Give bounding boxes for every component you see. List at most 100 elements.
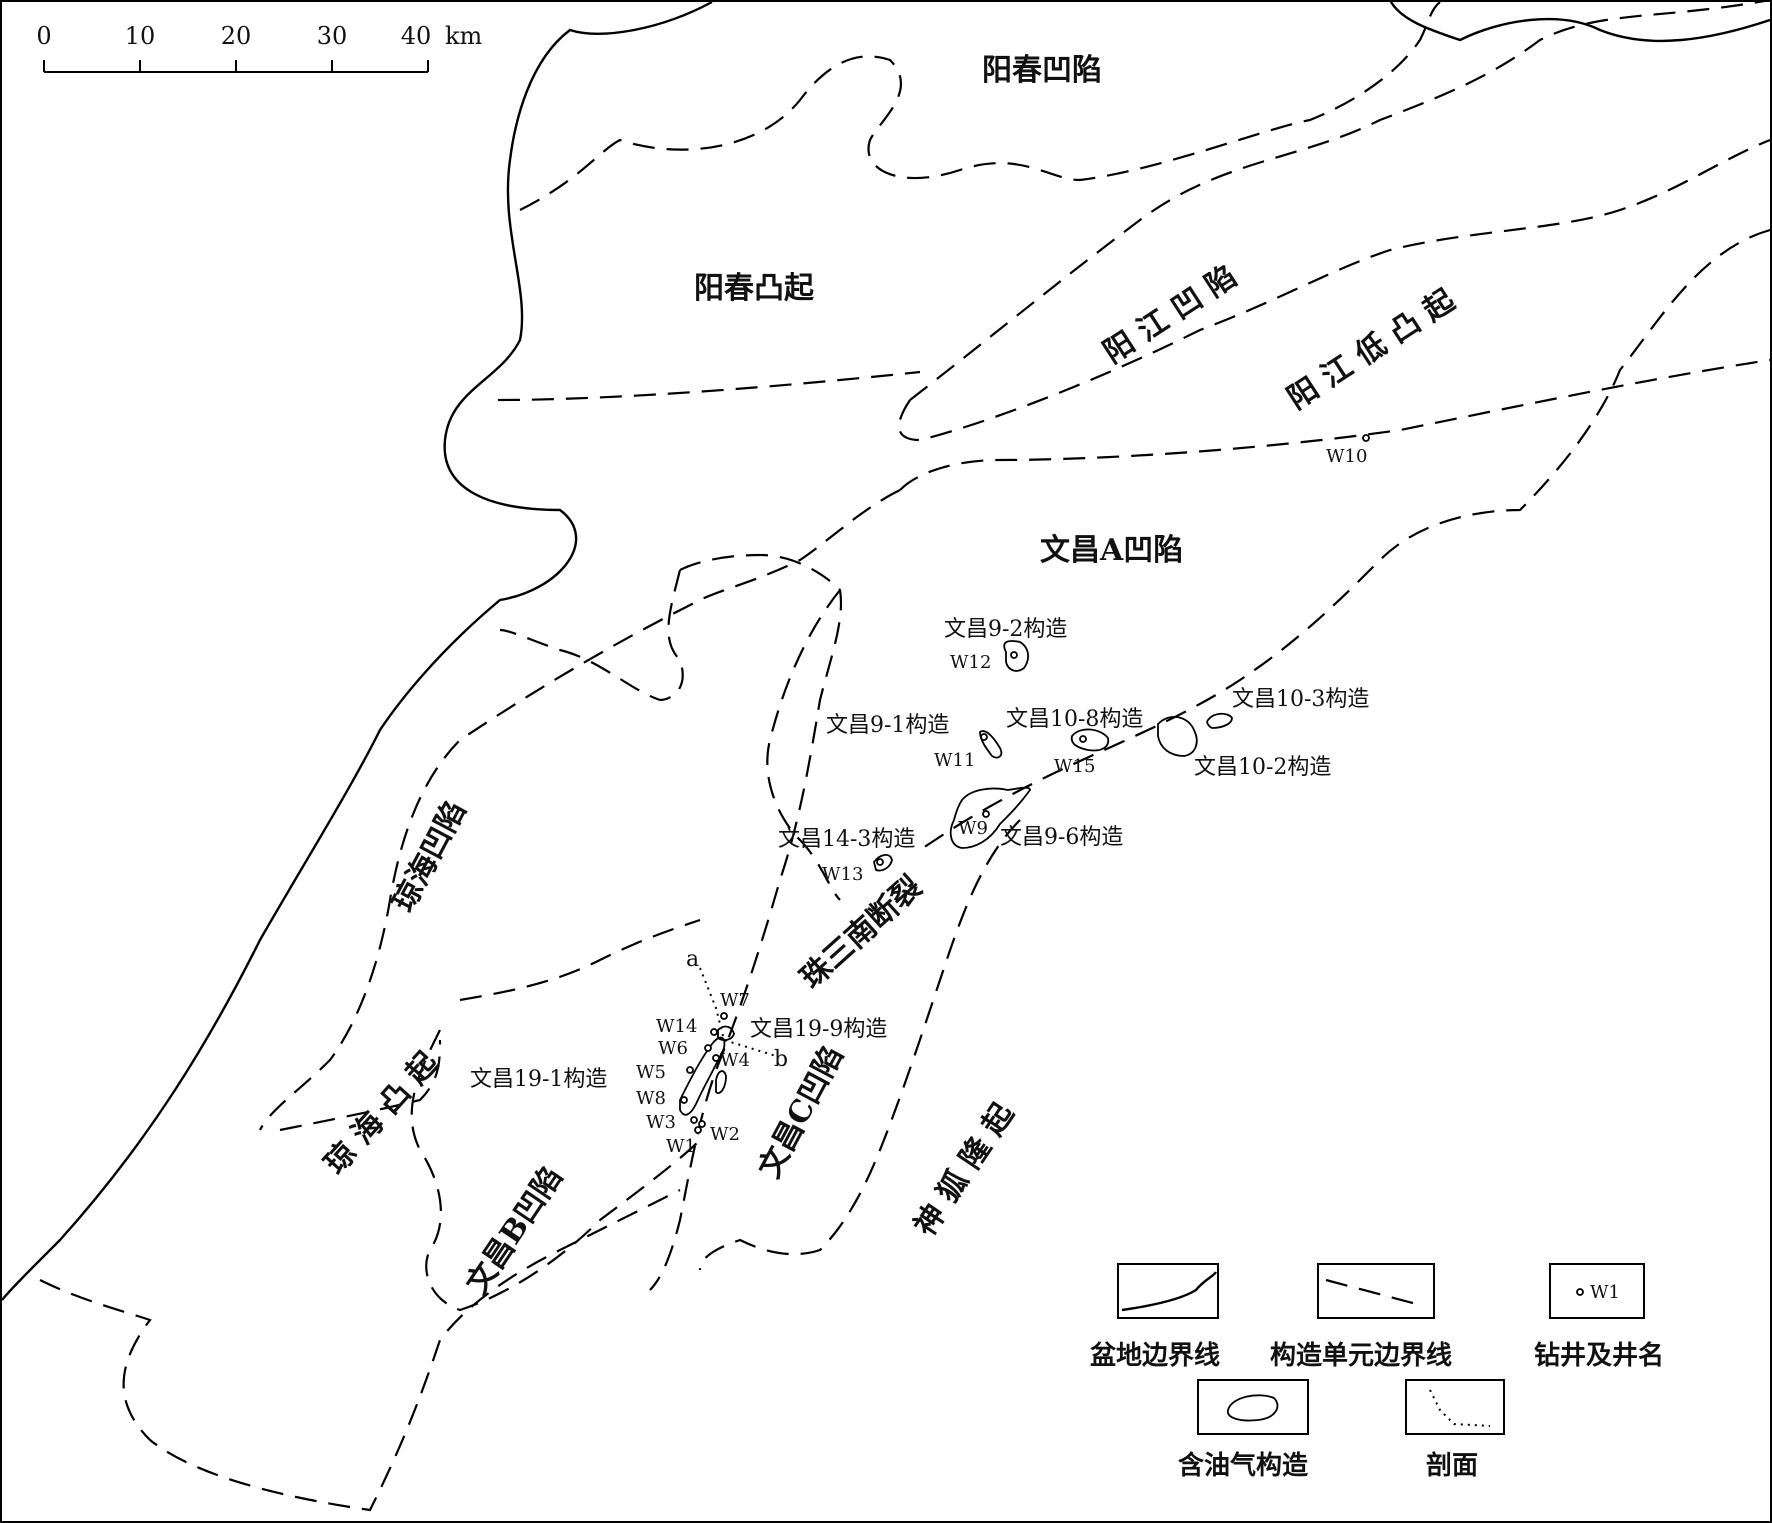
label-well-w13: W13 [822, 864, 863, 885]
well-marker-w8 [680, 1096, 688, 1104]
label-yangchun-uplift: 阳春凸起 [694, 271, 815, 306]
legend-label-well: 钻井及井名 [1534, 1340, 1664, 1371]
structure-outline-19-9b [715, 1070, 727, 1094]
boundary-wenchang-c-sag [698, 819, 1021, 1271]
label-well-w8: W8 [636, 1088, 666, 1109]
boundary-yangjiang-sag-south [898, 138, 1771, 442]
label-well-w10: W10 [1326, 446, 1367, 467]
well-marker-w7 [720, 1012, 728, 1020]
label-profile-end: b [774, 1047, 788, 1072]
structure-outline-19-9 [717, 1025, 735, 1041]
well-marker-w2 [698, 1120, 706, 1128]
label-structure-9-6: 文昌9-6构造 [1000, 825, 1123, 850]
legend-sample-basin-boundary [1121, 1271, 1218, 1312]
label-structure-9-2: 文昌9-2构造 [944, 617, 1067, 642]
legend-sample-unit-boundary [1325, 1278, 1425, 1308]
boundary-central-block [649, 553, 842, 1291]
scale-tick-label: 10 [125, 22, 156, 50]
legend-box-well [1549, 1263, 1645, 1319]
label-well-w14: W14 [656, 1016, 697, 1037]
legend-label-basin-boundary: 盆地边界线 [1090, 1340, 1220, 1371]
legend-box-basin [1117, 1263, 1219, 1319]
well-marker-w15 [1079, 735, 1087, 743]
structure-outline-14-3 [873, 854, 893, 872]
label-well-w11: W11 [934, 750, 975, 771]
legend-sample-oil-gas [1227, 1394, 1279, 1422]
label-well-w12: W12 [950, 652, 991, 673]
unit-labels: 阳春凹陷 阳春凸起 阳 江 凹 陷 阳 江 低 凸 起 文昌A凹陷 琼海凹陷 琼… [318, 53, 1462, 1300]
basin-boundary-west [1, 0, 713, 1301]
structure-outline-10-2 [1157, 716, 1198, 757]
structure-outline-10-3 [1206, 712, 1233, 729]
label-well-w9: W9 [958, 818, 988, 839]
label-well-w1: W1 [666, 1136, 696, 1157]
scale-tick-label: 40 [401, 22, 432, 50]
label-structure-9-1: 文昌9-1构造 [826, 713, 949, 738]
well-marker-w9 [982, 810, 990, 818]
label-well-w4: W4 [720, 1050, 750, 1071]
label-wenchang-b-sag: 文昌B凹陷 [460, 1160, 570, 1300]
label-qionghai-sag: 琼海凹陷 [386, 795, 473, 917]
label-yangchun-sag: 阳春凹陷 [982, 53, 1102, 88]
legend-well-sample: W1 [1590, 1282, 1620, 1303]
label-structure-10-3: 文昌10-3构造 [1232, 687, 1369, 712]
well-marker-w13 [876, 858, 884, 866]
structural-boundaries [39, 0, 1771, 1512]
label-well-w3: W3 [646, 1112, 676, 1133]
structure-outline-19-1 [679, 1036, 726, 1116]
structure-labels: 文昌9-2构造 文昌9-1构造 文昌10-8构造 文昌10-3构造 文昌10-2… [470, 617, 1369, 1092]
boundary-southwest-sag-north [279, 1039, 442, 1132]
scale-tick-label: 30 [317, 22, 348, 50]
boundary-yangjiang-sag-north [909, 0, 1771, 401]
boundary-yangchun-uplift-south [497, 370, 921, 402]
wells [680, 434, 1370, 1134]
scale-tick-label: 0 [36, 22, 51, 50]
scale-unit-label: km [445, 22, 483, 50]
label-structure-10-8: 文昌10-8构造 [1006, 707, 1143, 732]
well-labels: W10 W12 W11 W15 W9 W13 W7 W14 W6 W4 W5 W… [636, 446, 1367, 1157]
well-marker-w4 [712, 1054, 720, 1062]
label-structure-14-3: 文昌14-3构造 [778, 827, 915, 852]
label-wenchang-c-sag: 文昌C凹陷 [752, 1040, 850, 1183]
structure-outline-9-6 [949, 786, 1031, 849]
boundary-southwest-sag [39, 1189, 681, 1512]
well-marker-w10 [1362, 434, 1370, 442]
profile-line-a-b [699, 967, 777, 1057]
legend-well-icon [1576, 1288, 1584, 1296]
oil-gas-structures [679, 640, 1233, 1116]
label-well-w7: W7 [720, 990, 750, 1011]
label-profile-start: a [686, 947, 699, 972]
boundary-yangchun-sag [519, 1, 1441, 211]
well-marker-w6 [704, 1044, 712, 1052]
boundary-zhusan-fault [766, 589, 841, 901]
well-marker-w3 [690, 1116, 698, 1124]
label-zhusan-south-fault: 珠三南断裂 [794, 870, 929, 996]
well-marker-w12 [1010, 651, 1018, 659]
well-marker-w14 [710, 1028, 718, 1036]
structure-outline-9-1 [979, 730, 1003, 759]
label-well-w5: W5 [636, 1062, 666, 1083]
well-marker-w1 [694, 1126, 702, 1134]
legend: 盆地边界线 构造单元边界线 W1 钻井及井名 含油气构造 剖面 [1090, 1263, 1664, 1481]
scale-bar: 0 10 20 30 40 km [36, 22, 483, 73]
label-structure-19-9: 文昌19-9构造 [750, 1017, 887, 1042]
boundary-wenchang-b-sag [410, 1029, 701, 1312]
label-well-w15: W15 [1054, 756, 1095, 777]
basin-boundary-east [1388, 0, 1771, 43]
boundary-qionghai-uplift [459, 918, 701, 1002]
label-structure-10-2: 文昌10-2构造 [1194, 755, 1331, 780]
boundary-wenchang-a-sag-south [919, 228, 1771, 851]
legend-label-oil-gas: 含油气构造 [1178, 1450, 1308, 1481]
label-yangjiang-sag: 阳 江 凹 陷 [1097, 259, 1243, 371]
structure-outline-10-8 [1070, 728, 1110, 752]
well-marker-w11 [980, 733, 988, 741]
label-well-w2: W2 [710, 1124, 740, 1145]
label-yangjiang-low-uplift: 阳 江 低 凸 起 [1281, 282, 1462, 416]
legend-label-profile: 剖面 [1426, 1450, 1478, 1481]
label-shenhu-uplift: 神 狐 隆 起 [908, 1097, 1022, 1243]
label-wenchang-a-sag: 文昌A凹陷 [1040, 533, 1183, 568]
legend-box-unit [1317, 1263, 1435, 1319]
structure-outline-9-2 [1003, 640, 1029, 672]
